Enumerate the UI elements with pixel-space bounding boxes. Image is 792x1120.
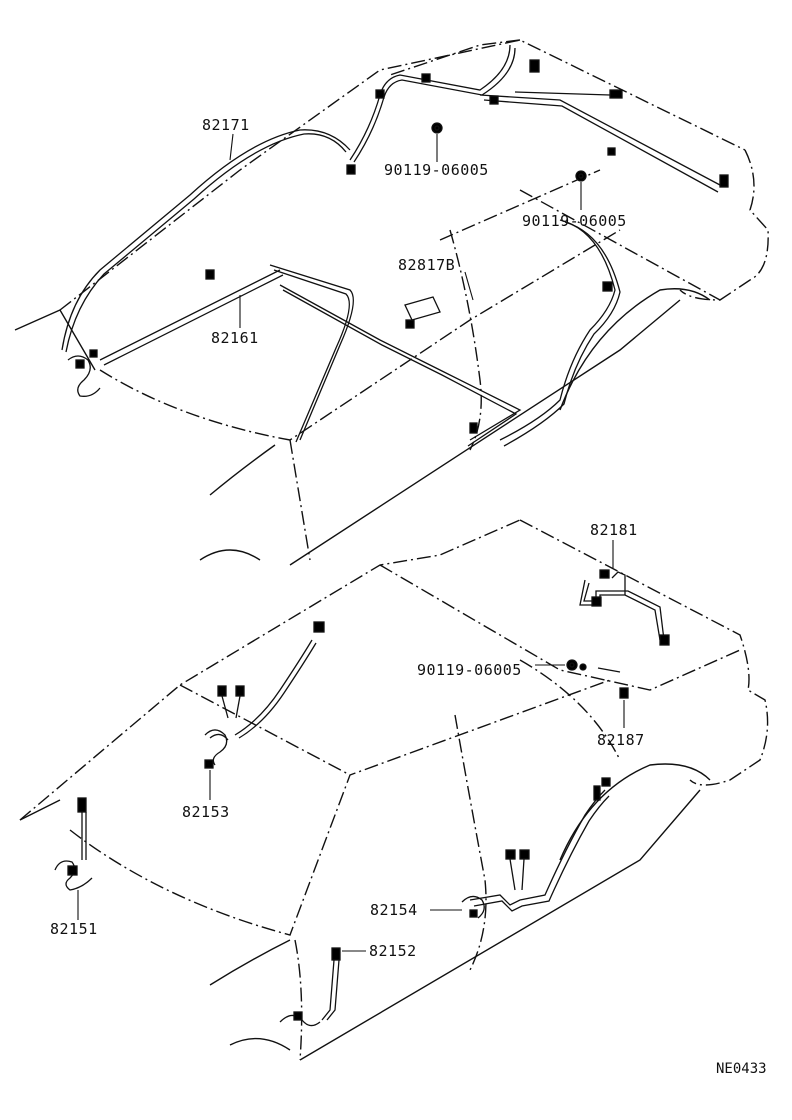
callout-82152: 82152 xyxy=(369,942,417,960)
callout-90119-06005-top-2: 90119-06005 xyxy=(522,212,627,230)
bottom-car-harness xyxy=(54,569,670,1027)
diagram-reference-code: NE0433 xyxy=(716,1061,767,1077)
callout-82151: 82151 xyxy=(50,920,98,938)
top-car-leader-lines xyxy=(229,133,582,328)
callout-82154: 82154 xyxy=(370,901,418,919)
top-car-harness xyxy=(61,44,729,447)
callout-82161: 82161 xyxy=(211,329,259,347)
callout-82187: 82187 xyxy=(597,731,645,749)
top-car-body-outline xyxy=(14,39,769,566)
callout-90119-06005-bottom: 90119-06005 xyxy=(417,661,522,679)
bottom-car-leader-lines xyxy=(77,540,625,952)
callout-82817b: 82817B xyxy=(398,256,456,274)
callout-82181: 82181 xyxy=(590,521,638,539)
callout-82153: 82153 xyxy=(182,803,230,821)
callout-82171: 82171 xyxy=(202,116,250,134)
bottom-car-body-outline xyxy=(19,519,769,1061)
callout-90119-06005-top-1: 90119-06005 xyxy=(384,161,489,179)
